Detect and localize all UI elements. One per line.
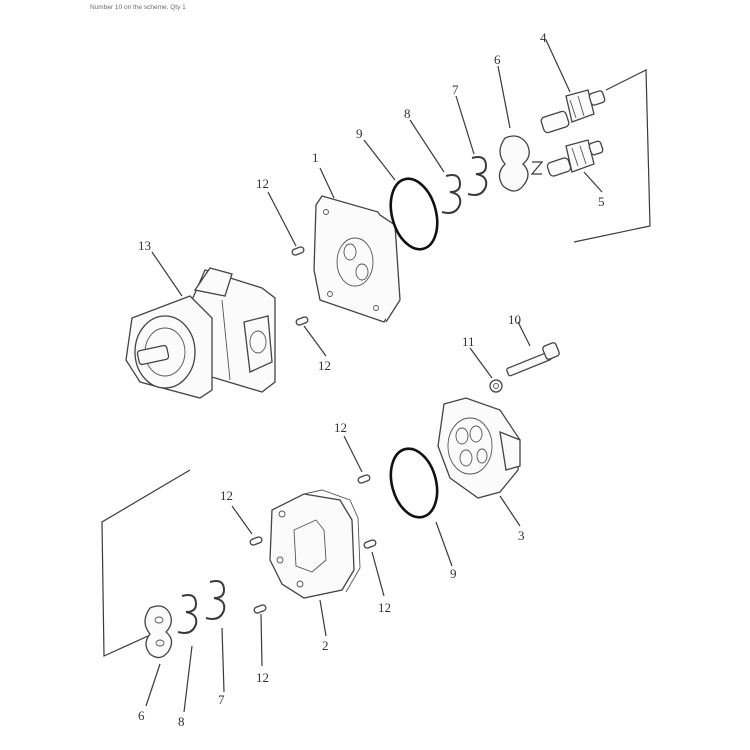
callout-4: 4 xyxy=(540,30,547,45)
callout-12b: 12 xyxy=(318,358,331,373)
callout-9b: 9 xyxy=(450,566,457,581)
seal-7b xyxy=(205,580,226,620)
callout-3: 3 xyxy=(518,528,525,543)
seal-7a xyxy=(467,156,488,196)
washer-11 xyxy=(489,379,503,393)
callout-7a: 7 xyxy=(452,82,459,97)
callout-6a: 6 xyxy=(494,52,501,67)
leader-3 xyxy=(499,495,521,527)
callout-9a: 9 xyxy=(356,126,363,141)
lower-group-bracket xyxy=(101,469,191,657)
leader-12e xyxy=(371,551,385,597)
leader-2 xyxy=(319,599,327,637)
callout-13: 13 xyxy=(138,238,151,253)
seal-8a xyxy=(441,174,462,214)
leader-7a xyxy=(455,95,475,155)
diagram-caption: Number 10 on the scheme, Qty 1 xyxy=(90,4,186,11)
driven-gear-5 xyxy=(546,139,604,177)
dowel-pin-12b xyxy=(295,316,309,326)
leader-12d xyxy=(231,505,253,535)
seal-8b xyxy=(177,594,198,634)
drive-gear-4 xyxy=(540,89,606,134)
leader-1 xyxy=(319,167,335,199)
front-cover-1 xyxy=(313,195,401,323)
dowel-pin-12a xyxy=(291,246,305,256)
leader-12c xyxy=(343,435,363,473)
key-z xyxy=(530,161,544,175)
callout-2: 2 xyxy=(322,638,329,653)
leader-12b xyxy=(303,325,327,357)
callout-5: 5 xyxy=(598,194,605,209)
bolt-10 xyxy=(506,342,560,377)
callout-12c: 12 xyxy=(334,420,347,435)
dowel-pin-12f xyxy=(253,604,267,614)
leader-7b xyxy=(221,627,225,693)
callout-8a: 8 xyxy=(404,106,411,121)
callout-12f: 12 xyxy=(256,670,269,685)
leader-10 xyxy=(517,321,531,347)
leader-13 xyxy=(151,251,183,297)
o-ring-9a xyxy=(389,177,439,251)
callout-6b: 6 xyxy=(138,708,145,723)
leader-11 xyxy=(469,347,493,379)
dowel-pin-12c xyxy=(357,474,371,484)
callout-12a: 12 xyxy=(256,176,269,191)
callout-8b: 8 xyxy=(178,714,185,729)
gear-group-bracket xyxy=(573,69,651,243)
thrust-plate-6a xyxy=(498,135,530,192)
leader-8b xyxy=(183,645,193,713)
leader-9b xyxy=(435,521,453,567)
leader-4 xyxy=(545,39,571,93)
leader-8a xyxy=(409,119,445,173)
leader-9a xyxy=(363,139,396,181)
dowel-pin-12d xyxy=(249,536,263,546)
gear-case-2 xyxy=(269,489,361,599)
leader-12a xyxy=(267,191,297,247)
o-ring-9b xyxy=(389,447,439,519)
leader-5 xyxy=(583,171,603,193)
leader-6a xyxy=(497,65,511,129)
callout-12d: 12 xyxy=(220,488,233,503)
callout-7b: 7 xyxy=(218,692,225,707)
leader-12f xyxy=(260,613,263,667)
rear-cover-3 xyxy=(437,397,521,499)
leader-6b xyxy=(145,663,161,707)
thrust-plate-6b xyxy=(144,605,173,659)
callout-11: 11 xyxy=(462,334,475,349)
pump-assembly-13 xyxy=(125,267,276,399)
callout-10: 10 xyxy=(508,312,521,327)
dowel-pin-12e xyxy=(363,539,377,549)
callout-1: 1 xyxy=(312,150,319,165)
callout-12e: 12 xyxy=(378,600,391,615)
